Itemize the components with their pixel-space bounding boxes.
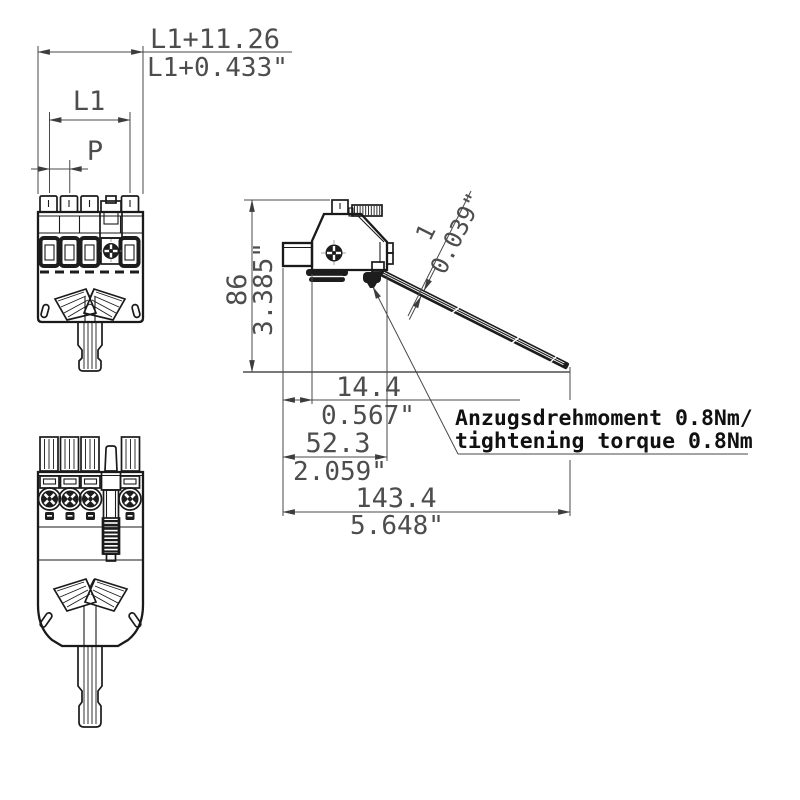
side-ribbed-block	[348, 204, 383, 217]
dim-plug-depth-mm: 14.4	[336, 372, 401, 403]
side-view	[243, 199, 570, 373]
plan-stem	[77, 646, 103, 728]
front-stem	[77, 322, 103, 372]
torque-note-line1: Anzugsdrehmoment 0.8Nm/	[455, 406, 753, 431]
side-plug	[281, 241, 314, 268]
plan-locking-column	[100, 471, 122, 562]
dim-height-mm: 86	[222, 273, 253, 306]
dim-screw-distance-mm: 52.3	[305, 428, 370, 459]
dimensions: L1+11.26 L1+0.433" L1 P 86 3.385"	[31, 24, 571, 541]
side-top-tab	[331, 199, 349, 215]
dim-screw-distance: 52.3 2.059"	[282, 274, 388, 487]
dim-screw-distance-inch: 2.059"	[293, 457, 387, 487]
dim-overall-length: 143.4 5.648"	[282, 367, 571, 541]
front-pins	[39, 195, 140, 213]
plan-strain-relief	[39, 577, 142, 646]
plan-wire-combs	[39, 436, 141, 472]
front-view	[36, 195, 145, 372]
dim-overall-length-inch: 5.648"	[350, 511, 444, 541]
plan-view	[36, 436, 145, 728]
dim-pitch: P	[31, 136, 103, 193]
front-center-screw	[100, 237, 122, 265]
plan-indicator-squares	[45, 512, 135, 520]
dim-blade-thickness: 1 0.039"	[407, 188, 489, 320]
dim-plug-depth-inch: 0.567"	[321, 401, 415, 431]
plan-center-tab	[104, 445, 118, 472]
dim-pitch-label: P	[87, 136, 103, 167]
dim-height: 86 3.385"	[222, 199, 330, 373]
dim-overall-length-mm: 143.4	[355, 483, 436, 514]
side-body	[310, 212, 389, 272]
dim-overall-width: L1+11.26 L1+0.433"	[37, 24, 292, 194]
plan-terminal-screws	[37, 487, 142, 511]
side-notch	[371, 261, 385, 273]
screwdriver-blade	[378, 269, 570, 370]
side-screw	[321, 240, 347, 266]
dim-plug-depth: 14.4 0.567"	[282, 268, 520, 516]
front-strain-relief	[40, 287, 141, 321]
dim-height-inch: 3.385"	[249, 242, 279, 336]
front-terminal-openings	[38, 236, 141, 268]
dim-overall-width-inch: L1+0.433"	[147, 53, 288, 83]
front-body	[36, 210, 145, 324]
plan-position-plates	[39, 475, 141, 489]
torque-note: Anzugsdrehmoment 0.8Nm/ tightening torqu…	[372, 286, 753, 455]
side-flange	[306, 269, 348, 282]
plan-body	[36, 470, 145, 648]
torque-note-line2: tightening torque 0.8Nm	[455, 429, 753, 454]
dim-l1: L1	[48, 86, 131, 193]
side-clamp-bump	[363, 272, 381, 288]
dim-overall-width-mm: L1+11.26	[150, 24, 280, 55]
dim-l1-label: L1	[73, 86, 106, 117]
